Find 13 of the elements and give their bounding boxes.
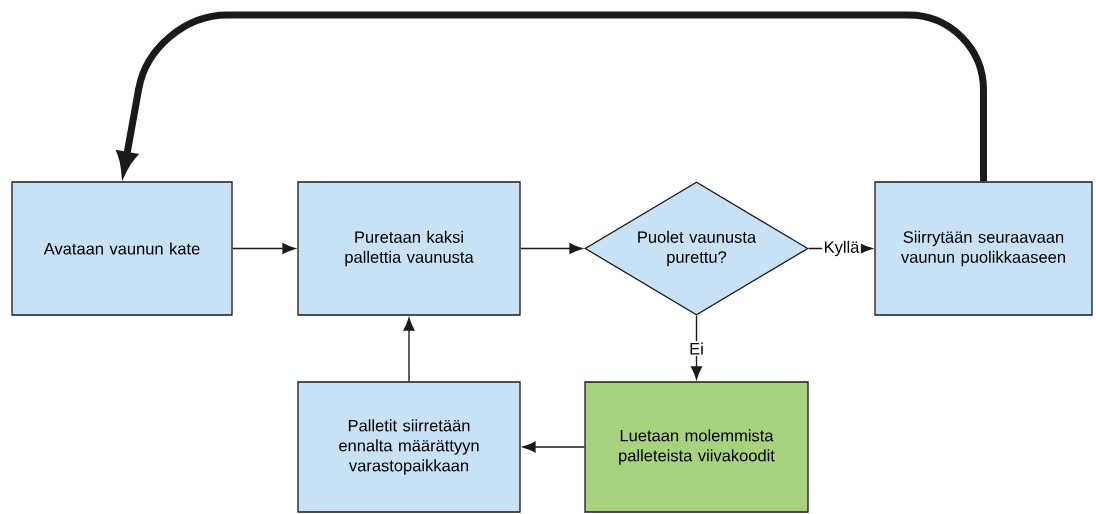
process-box: Siirrytään seuraavaan vaunun puolikkaaseen	[874, 181, 1093, 316]
edge-label: Ei	[687, 341, 706, 356]
process-box: Avataan vaunun kate	[11, 181, 233, 316]
process-box: Puretaan kaksi pallettia vaunusta	[297, 181, 521, 316]
arrow	[117, 11, 987, 182]
arrow	[691, 314, 702, 380]
arrow	[519, 243, 583, 254]
edge-label: Kyllä	[822, 239, 861, 258]
arrow	[522, 441, 586, 453]
arrow	[231, 243, 296, 254]
process-box: Palletit siirretään ennalta määrättyyn varastopaikkaan	[297, 381, 521, 513]
process-box: Luetaan molemmista palleteista viivakoodit	[584, 381, 809, 513]
arrow	[403, 317, 415, 383]
